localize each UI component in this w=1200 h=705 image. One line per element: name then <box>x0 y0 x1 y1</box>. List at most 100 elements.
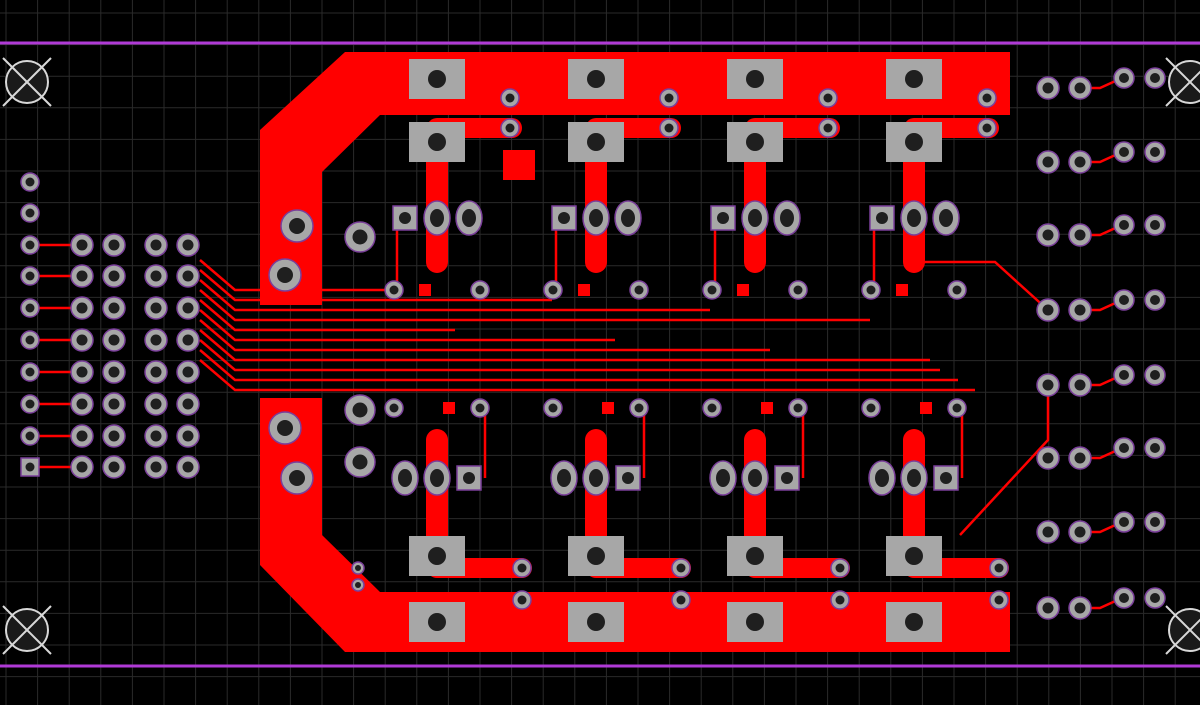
pad-hole <box>76 270 88 282</box>
pad-hole <box>1150 370 1160 380</box>
pad-hole <box>823 123 833 133</box>
transistor-bottom-pad <box>568 602 624 642</box>
pad-hole <box>1074 452 1086 464</box>
resistor-pad <box>470 280 490 300</box>
pad-hole <box>389 285 399 295</box>
pad-hole <box>355 582 361 588</box>
transistor-top-pad <box>886 59 942 99</box>
pad-hole <box>1119 147 1129 157</box>
connector-pin <box>70 360 94 384</box>
transistor-pad <box>409 122 465 162</box>
output-trace <box>959 385 1050 536</box>
bus-trace <box>199 289 870 322</box>
transistor-pad <box>886 122 942 162</box>
connector-pin <box>20 394 40 414</box>
mosfet-source-pad <box>932 200 960 236</box>
bus-trace <box>199 359 975 392</box>
mosfet-gate-pad <box>456 465 482 491</box>
connector-pin <box>70 455 94 479</box>
pad-hole <box>150 461 162 473</box>
bus-trace <box>199 319 770 352</box>
smd-pad <box>761 402 773 414</box>
pad-hole <box>1042 452 1054 464</box>
pad-hole <box>748 469 762 487</box>
pad-hole <box>108 334 120 346</box>
mosfet-gate-pad <box>551 205 577 231</box>
bus-trace <box>199 269 552 302</box>
smd-pad <box>578 284 590 296</box>
smd-pad <box>896 284 908 296</box>
pad-hole <box>746 133 764 151</box>
connector-pin <box>144 296 168 320</box>
pad-hole <box>835 595 845 605</box>
output-pin <box>1068 150 1092 174</box>
pad-hole <box>952 403 962 413</box>
mosfet-gate-pad <box>615 465 641 491</box>
via-pad <box>671 590 691 610</box>
output-pin <box>1068 298 1092 322</box>
pad-hole <box>150 270 162 282</box>
mosfet-source-pad <box>773 200 801 236</box>
pad-hole <box>76 398 88 410</box>
mosfet-gate-pad <box>392 205 418 231</box>
resistor-pad <box>543 280 563 300</box>
pad-hole <box>475 403 485 413</box>
via-pad <box>351 561 365 575</box>
connector-pin <box>144 424 168 448</box>
resistor-pad <box>384 398 404 418</box>
pad-hole <box>1074 379 1086 391</box>
pad-hole <box>746 547 764 565</box>
bus-trace <box>199 259 392 292</box>
resistor-pad <box>470 398 490 418</box>
connector-pin <box>70 424 94 448</box>
pad-hole <box>1150 593 1160 603</box>
connector-pin <box>102 328 126 352</box>
pad-hole <box>150 366 162 378</box>
pad-hole <box>108 270 120 282</box>
output-pin <box>1113 141 1135 163</box>
output-pin <box>1144 587 1166 609</box>
via-pad <box>512 558 532 578</box>
connector-pin <box>102 360 126 384</box>
resistor-pad <box>629 280 649 300</box>
output-pin <box>1036 298 1060 322</box>
output-pin <box>1144 67 1166 89</box>
mosfet-drain-pad <box>582 460 610 496</box>
via-pad <box>500 88 520 108</box>
pad-hole <box>905 70 923 88</box>
mosfet-source-pad <box>455 200 483 236</box>
pad-hole <box>76 334 88 346</box>
pad-hole <box>875 469 889 487</box>
mount-hole <box>2 57 52 107</box>
pad-hole <box>1042 602 1054 614</box>
pad-hole <box>25 303 35 313</box>
pad-hole <box>866 285 876 295</box>
pad-hole <box>587 547 605 565</box>
pad-hole <box>622 472 634 484</box>
output-pin <box>1113 364 1135 386</box>
connector-pin <box>102 296 126 320</box>
output-pin <box>1068 76 1092 100</box>
pad-hole <box>876 212 888 224</box>
pad-hole <box>1074 156 1086 168</box>
pad-hole <box>1150 73 1160 83</box>
via-pad <box>989 590 1009 610</box>
pad-hole <box>76 366 88 378</box>
connector-pin <box>144 392 168 416</box>
connector-pin <box>70 392 94 416</box>
connector-pin <box>20 298 40 318</box>
pad-hole <box>548 403 558 413</box>
pad-hole <box>557 469 571 487</box>
via-pad <box>818 88 838 108</box>
pad-hole <box>780 209 794 227</box>
mosfet-gate-pad <box>933 465 959 491</box>
output-pin <box>1036 520 1060 544</box>
connector-pin <box>176 264 200 288</box>
pad-hole <box>748 209 762 227</box>
pad-hole <box>982 123 992 133</box>
pad-hole <box>150 430 162 442</box>
pad-hole <box>182 366 194 378</box>
output-pin <box>1113 437 1135 459</box>
via-pad <box>830 558 850 578</box>
